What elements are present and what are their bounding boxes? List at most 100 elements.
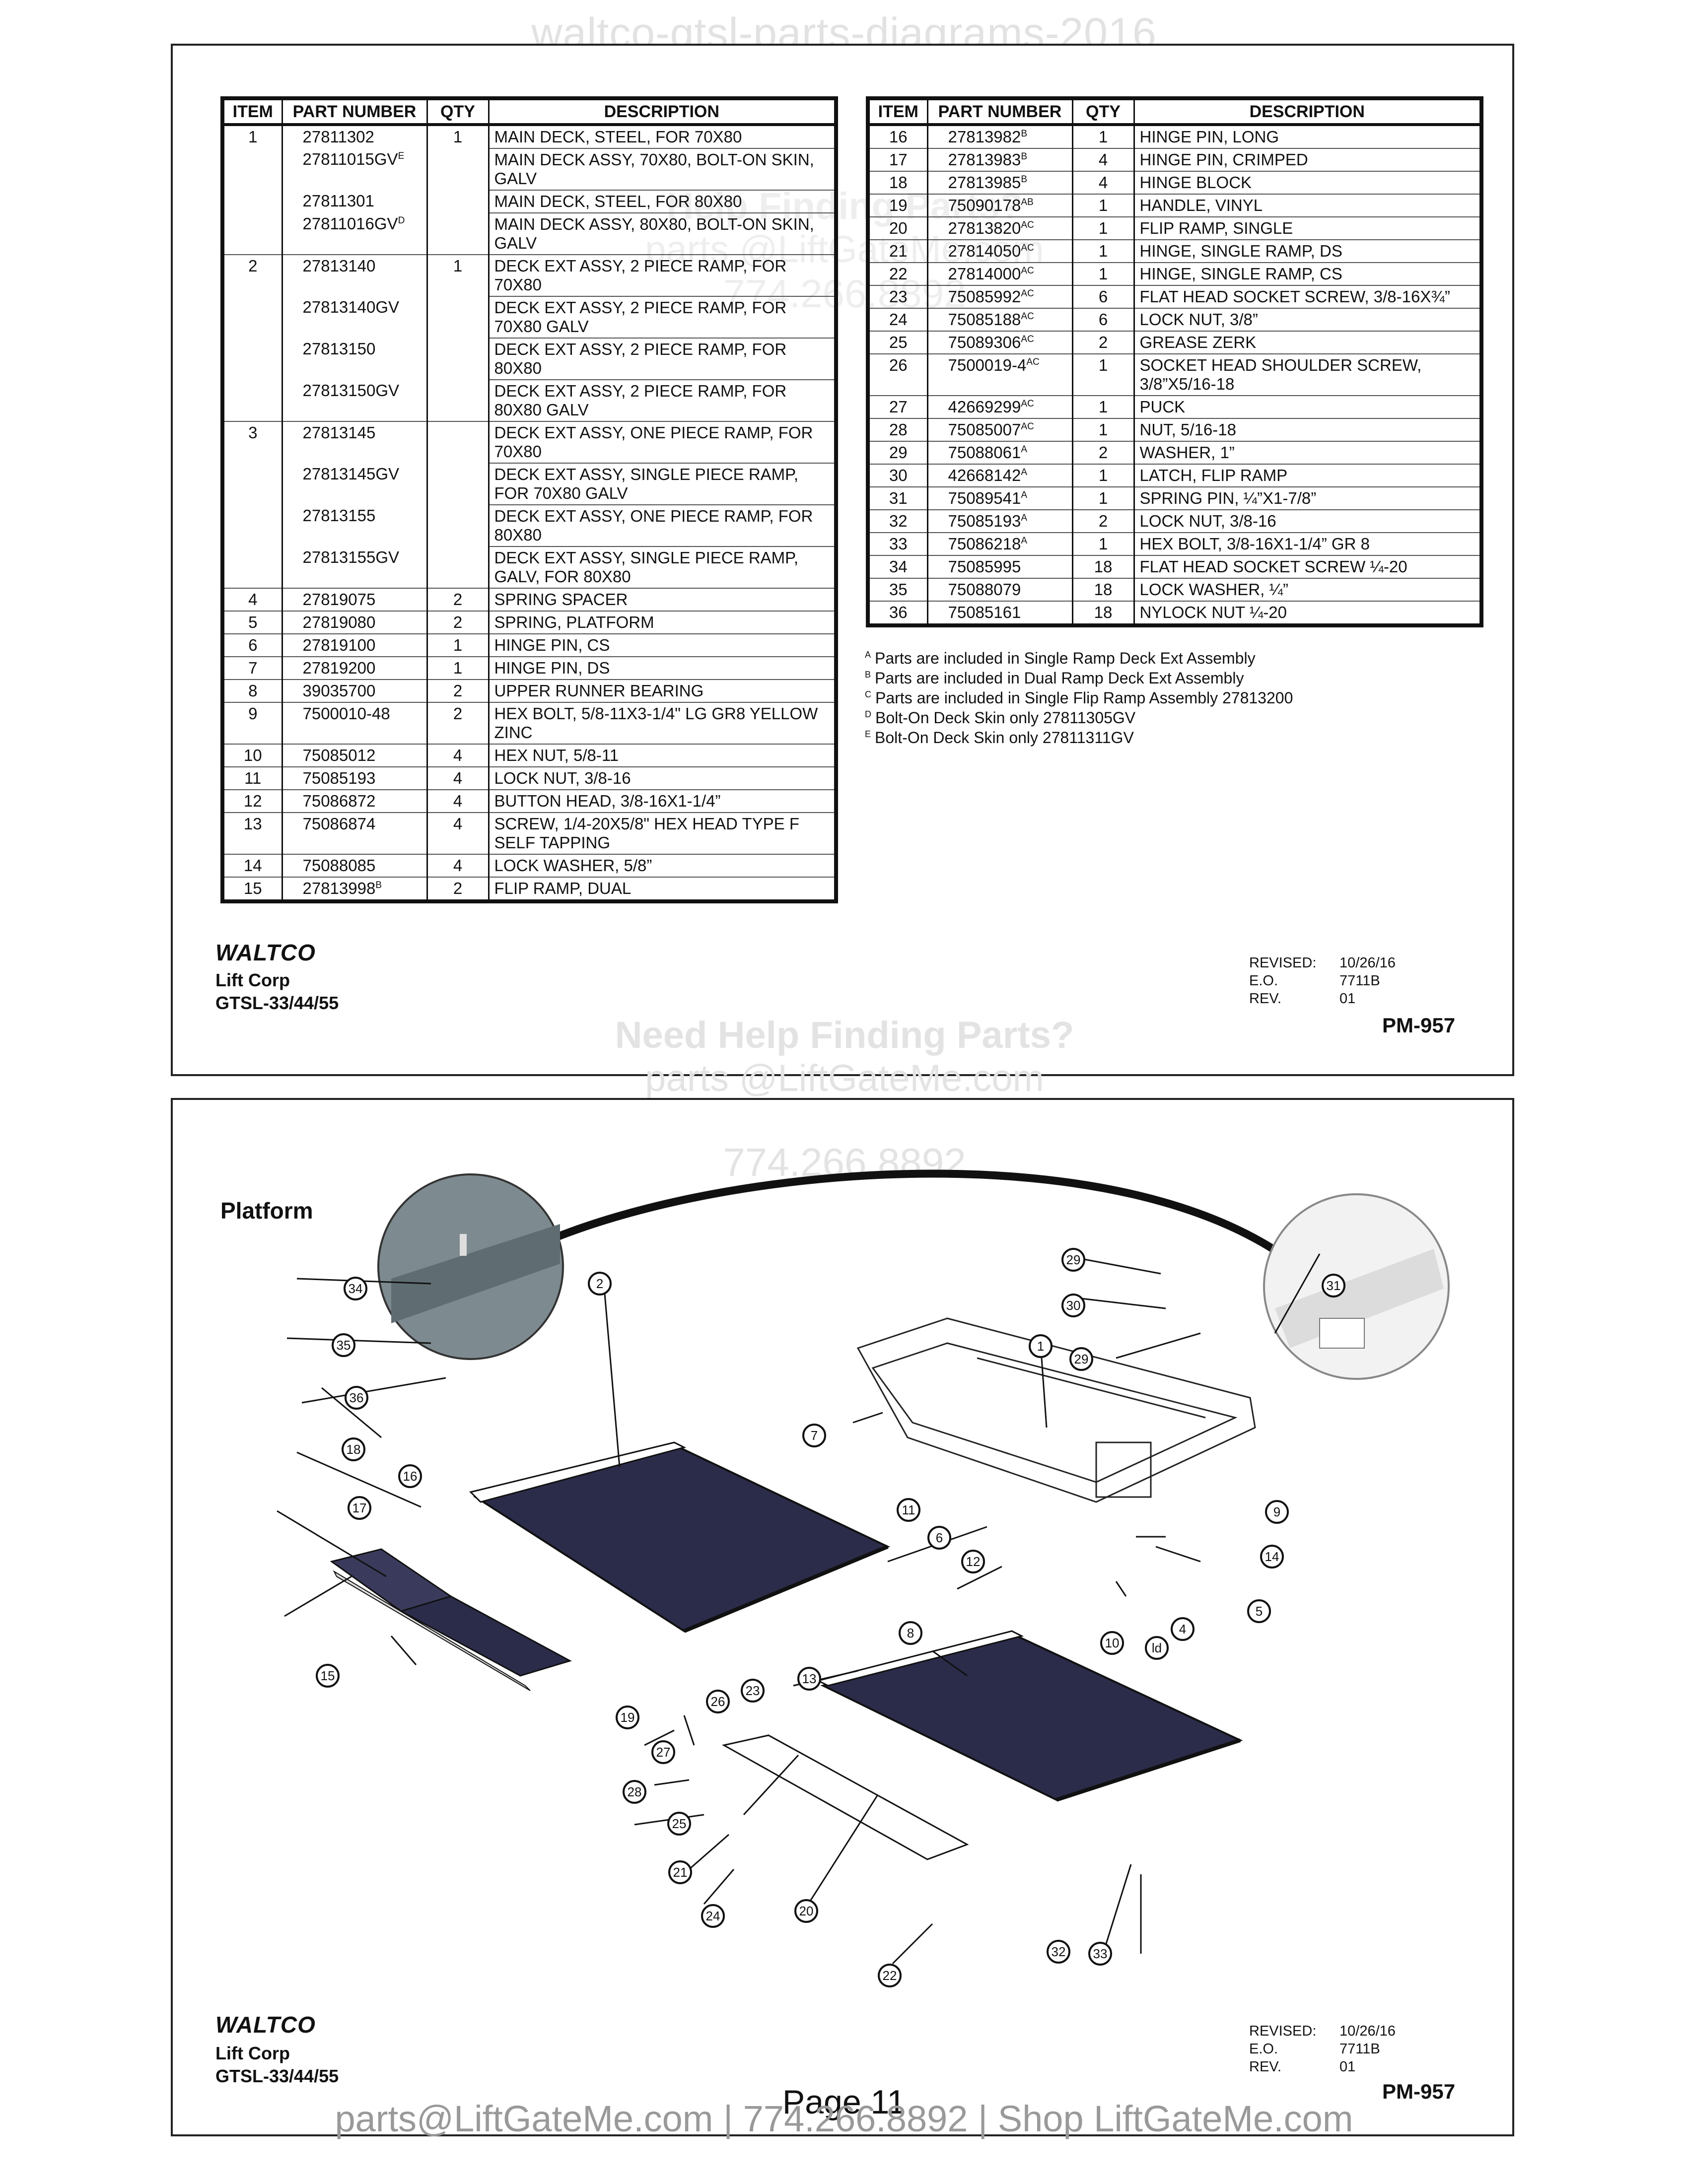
cell-part-number: 27813155GV: [281, 546, 428, 588]
cell-item: [221, 296, 283, 338]
cell-description: DECK EXT ASSY, ONE PIECE RAMP, FOR 70X80: [488, 421, 837, 464]
svg-text:26: 26: [711, 1694, 725, 1709]
footnote-mark: AC: [1021, 220, 1034, 230]
cell-description: PUCK: [1133, 395, 1482, 419]
cell-item: 23: [867, 285, 928, 308]
footer-contact[interactable]: parts@LiftGateMe.com | 774.266.8892 | Sh…: [335, 2098, 1353, 2139]
cell-item: 27: [867, 395, 928, 418]
svg-text:7: 7: [811, 1428, 818, 1443]
footnote-mark: A: [865, 650, 871, 660]
cell-description: MAIN DECK, STEEL, FOR 70X80: [488, 124, 837, 149]
svg-text:35: 35: [337, 1338, 351, 1353]
svg-text:31: 31: [1327, 1278, 1341, 1293]
cell-item: 18: [867, 171, 928, 194]
cell-item: 35: [867, 578, 928, 601]
footnote-mark: A: [1021, 513, 1028, 523]
callout-28: 28: [623, 1780, 646, 1804]
svg-text:33: 33: [1093, 1946, 1108, 1961]
cell-item: 36: [867, 601, 928, 625]
cell-qty: [426, 505, 490, 546]
callout-23: 23: [741, 1679, 765, 1703]
callout-32: 32: [1047, 1940, 1070, 1964]
svg-text:ld: ld: [1152, 1640, 1162, 1655]
cell-item: 16: [867, 124, 928, 148]
cell-description: FLIP RAMP, DUAL: [488, 877, 837, 902]
eo-value: 7711B: [1339, 2041, 1380, 2057]
footnote-mark: E: [398, 151, 405, 161]
cell-description: DECK EXT ASSY, 2 PIECE RAMP, FOR 80X80 G…: [488, 380, 837, 422]
callout-33: 33: [1088, 1942, 1112, 1966]
cell-qty: [426, 380, 490, 421]
cell-part-number: 75085161: [926, 601, 1073, 625]
cell-item: 33: [867, 532, 928, 555]
cell-item: 28: [867, 418, 928, 441]
cell-part-number: 27813155: [281, 505, 428, 546]
cell-description: GREASE ZERK: [1133, 331, 1482, 354]
header-part-number: PART NUMBER: [926, 97, 1073, 126]
footnote-mark: B: [1021, 129, 1028, 139]
cell-qty: 2: [1071, 331, 1135, 354]
cell-item: [221, 338, 283, 380]
svg-text:10: 10: [1105, 1636, 1120, 1650]
revision-block: REVISED:10/26/16 E.O.7711B REV.01: [1249, 954, 1396, 1008]
callout-18: 18: [342, 1437, 365, 1461]
cell-description: FLAT HEAD SOCKET SCREW ¼-20: [1133, 555, 1482, 579]
cell-item: 24: [867, 308, 928, 331]
cell-description: HANDLE, VINYL: [1133, 194, 1482, 217]
cell-item: 13: [221, 812, 283, 854]
brand-logo-2: WALTCO: [215, 2012, 316, 2038]
callout-24: 24: [701, 1904, 725, 1928]
footnote-mark: A: [1021, 490, 1028, 500]
cell-item: 7: [221, 656, 283, 680]
cell-item: 21: [867, 239, 928, 263]
svg-text:16: 16: [403, 1469, 418, 1484]
header-item: ITEM: [221, 97, 283, 126]
cell-item: [221, 190, 283, 213]
dual-flip-ramp: [330, 1548, 572, 1691]
cell-description: DECK EXT ASSY, SINGLE PIECE RAMP, FOR 70…: [488, 463, 837, 505]
callout-13: 13: [797, 1667, 821, 1691]
svg-text:13: 13: [802, 1671, 817, 1686]
cell-part-number: 42669299AC: [926, 395, 1073, 418]
footnote-mark: E: [865, 729, 871, 740]
revised-value: 10/26/16: [1339, 2023, 1396, 2039]
cell-item: 2: [221, 254, 283, 296]
footnote-mark: AC: [1021, 266, 1034, 276]
cell-qty: [426, 296, 490, 338]
callout-10: 10: [1100, 1631, 1124, 1655]
cell-part-number: 75088079: [926, 578, 1073, 601]
header-qty: QTY: [426, 97, 490, 126]
svg-text:15: 15: [321, 1668, 335, 1683]
cell-qty: 1: [1071, 124, 1135, 148]
rev-label: REV.: [1249, 991, 1282, 1007]
cell-description: HINGE BLOCK: [1133, 171, 1482, 195]
cell-description: HEX BOLT, 5/8-11X3-1/4" LG GR8 YELLOW ZI…: [488, 702, 837, 745]
cell-part-number: 27813985B: [926, 171, 1073, 194]
cell-item: 34: [867, 555, 928, 578]
cell-description: HINGE PIN, CRIMPED: [1133, 148, 1482, 172]
cell-qty: 1: [1071, 194, 1135, 217]
footnote-mark: AC: [1021, 311, 1034, 322]
footnote-mark: A: [1021, 467, 1028, 478]
cell-part-number: 27811302: [281, 124, 428, 148]
diagram-title: Platform: [220, 1198, 313, 1224]
revised-label: REVISED:: [1249, 2023, 1317, 2039]
cell-description: SPRING SPACER: [488, 588, 837, 612]
eo-value: 7711B: [1339, 973, 1380, 989]
